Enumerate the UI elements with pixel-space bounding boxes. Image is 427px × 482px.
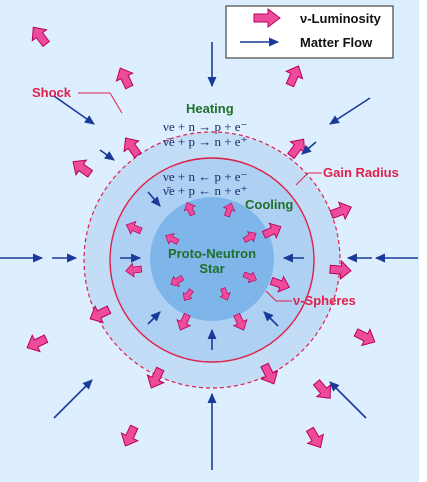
cooling-equation-1: νe + n ← p + e⁻ xyxy=(163,169,247,184)
luminosity-arrow xyxy=(312,379,332,399)
luminosity-arrow xyxy=(125,220,143,235)
shock-label-leader-diag xyxy=(109,92,123,114)
matter-flow-arrow xyxy=(147,311,161,325)
matter-flow-arrow xyxy=(329,97,371,125)
right-margin xyxy=(419,0,427,482)
matter-flow-arrow xyxy=(99,149,115,161)
luminosity-arrow xyxy=(232,312,248,331)
cooling-label: Cooling xyxy=(245,197,293,212)
luminosity-arrow xyxy=(72,159,94,178)
luminosity-arrow xyxy=(125,262,143,278)
luminosity-arrow xyxy=(26,334,49,353)
proto-neutron-label-line1: Proto-Neutron xyxy=(168,246,256,261)
luminosity-arrow xyxy=(183,201,196,217)
luminosity-arrow xyxy=(219,287,231,301)
luminosity-arrow xyxy=(353,328,376,347)
luminosity-arrow xyxy=(329,259,352,281)
luminosity-arrow xyxy=(242,271,257,284)
matter-flow-arrow xyxy=(263,311,279,327)
luminosity-arrow xyxy=(146,366,165,389)
luminosity-arrow xyxy=(305,426,325,449)
luminosity-arrow xyxy=(170,274,185,287)
luminosity-arrows xyxy=(26,26,376,449)
shock-front xyxy=(83,131,341,389)
heating-equation-2: ν̄e + p → n + e⁺ xyxy=(163,134,247,149)
luminosity-arrow xyxy=(260,362,279,385)
gain-radius-leader-diag xyxy=(295,172,309,186)
luminosity-arrow xyxy=(261,222,282,240)
luminosity-arrow xyxy=(242,231,257,244)
luminosity-arrow xyxy=(284,65,304,88)
matter-flow-arrow xyxy=(53,379,93,419)
legend-matter-flow-label: Matter Flow xyxy=(300,35,373,50)
heating-equation-1: νe + n → p + e⁻ xyxy=(163,119,247,134)
proto-neutron-label-line2: Star xyxy=(199,261,224,276)
matter-flow-arrow xyxy=(53,95,95,125)
luminosity-arrow xyxy=(222,202,236,218)
nu-spheres-label: ν-Spheres xyxy=(293,293,356,308)
luminosity-arrow xyxy=(329,201,352,221)
matter-flow-arrow xyxy=(329,381,367,419)
luminosity-arrow xyxy=(176,312,192,331)
cooling-equation-2: ν̄e + p ← n + e⁺ xyxy=(163,183,247,198)
matter-flow-arrow xyxy=(147,191,161,207)
shock-label: Shock xyxy=(32,85,72,100)
legend-luminosity-arrow-icon xyxy=(253,8,281,28)
luminosity-arrow xyxy=(89,305,112,324)
legend-luminosity-label: ν-Luminosity xyxy=(300,11,382,26)
matter-flow-arrow xyxy=(301,141,317,155)
luminosity-arrow xyxy=(182,288,194,301)
luminosity-arrow xyxy=(165,233,180,245)
proto-neutron-star xyxy=(150,197,274,321)
luminosity-arrow xyxy=(31,26,50,48)
gain-radius-label: Gain Radius xyxy=(323,165,399,180)
luminosity-arrow xyxy=(120,424,139,447)
matter-flow-arrows xyxy=(0,42,418,470)
legend: ν-Luminosity Matter Flow xyxy=(225,5,394,59)
luminosity-arrow xyxy=(115,67,134,90)
nu-spheres-leader-diag xyxy=(265,290,277,302)
heating-label: Heating xyxy=(186,101,234,116)
luminosity-arrow xyxy=(269,275,290,293)
luminosity-arrow xyxy=(123,137,142,159)
